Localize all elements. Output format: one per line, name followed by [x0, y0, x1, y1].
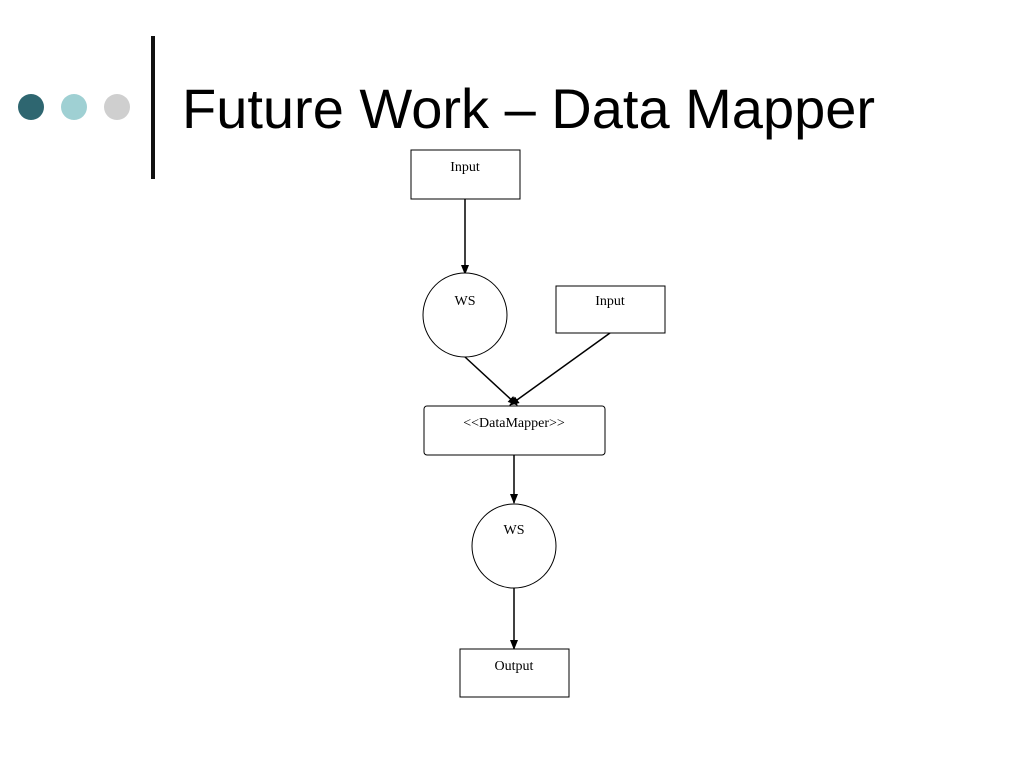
node-ws-top-label: WS [455, 294, 476, 309]
node-output-label: Output [495, 659, 534, 674]
node-ws-bottom: WS [471, 503, 557, 589]
node-input-top-label: Input [450, 160, 480, 175]
node-ws-top: WS [422, 272, 508, 358]
title-divider [151, 36, 155, 179]
node-input-right: Input [555, 285, 666, 334]
node-ws-bottom-label: WS [504, 523, 525, 538]
bullet-dot-light [61, 94, 87, 120]
node-input-right-label: Input [595, 294, 625, 309]
node-input-top: Input [410, 149, 521, 200]
bullet-dot-dark [18, 94, 44, 120]
bullet-dot-gray [104, 94, 130, 120]
node-output: Output [459, 648, 570, 698]
slide-title: Future Work – Data Mapper [182, 77, 876, 140]
node-datamapper: <<DataMapper>> [423, 405, 606, 456]
node-datamapper-label: <<DataMapper>> [463, 416, 565, 431]
edge-ws-to-datamapper [464, 356, 518, 406]
edge-input-to-datamapper [509, 332, 611, 406]
